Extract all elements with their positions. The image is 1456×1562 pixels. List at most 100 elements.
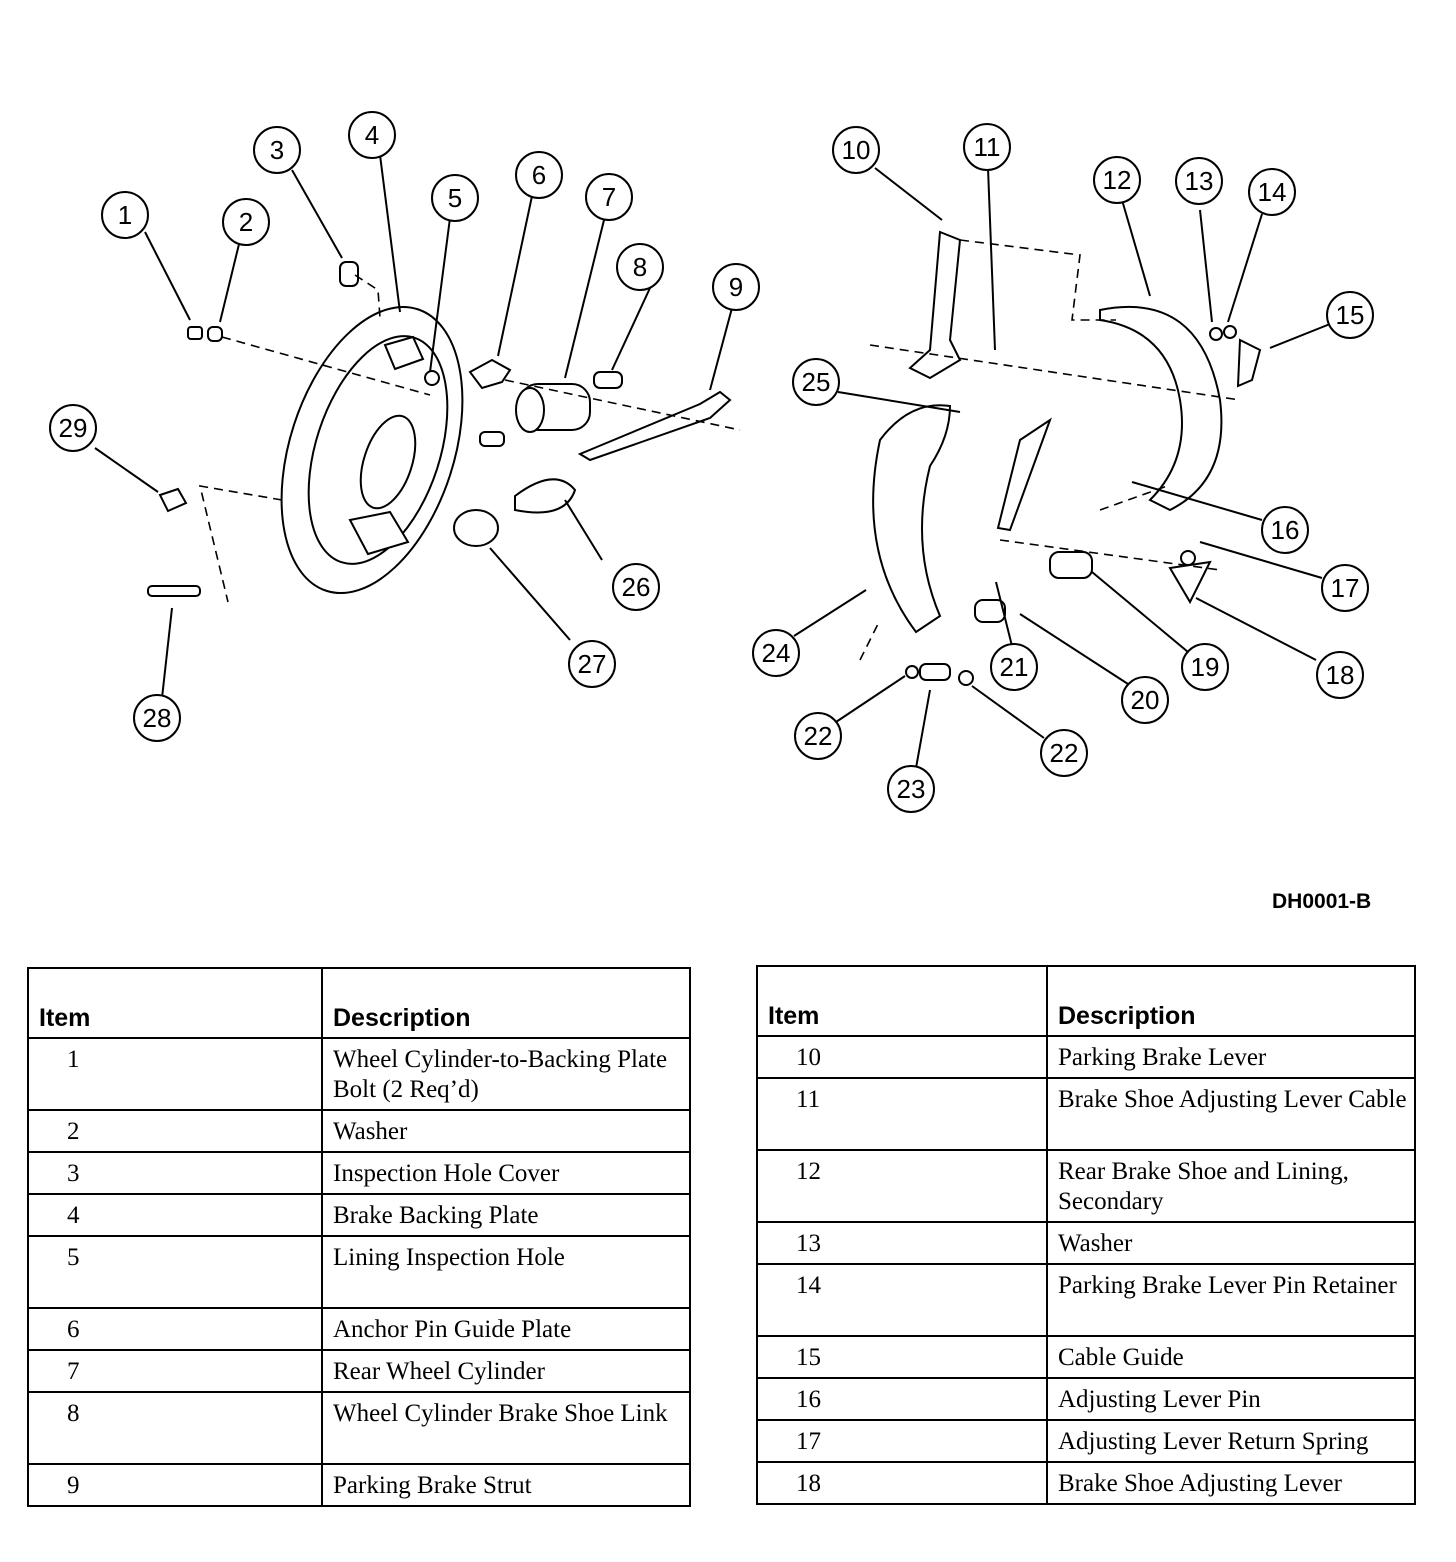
table-row: 2 Washer <box>27 1109 691 1153</box>
table-row: 1 Wheel Cylinder-to-Backing Plate Bolt (… <box>27 1037 691 1111</box>
item-number: 12 <box>756 1149 1048 1223</box>
callout-1: 1 <box>101 191 149 239</box>
guide-lines-right <box>859 239 1241 661</box>
svg-text:28: 28 <box>143 703 172 733</box>
svg-text:11: 11 <box>974 132 1001 162</box>
svg-text:22: 22 <box>1050 738 1079 768</box>
svg-text:20: 20 <box>1131 685 1160 715</box>
item-description: Adjusting Lever Pin <box>1046 1377 1416 1421</box>
item-description: Brake Backing Plate <box>321 1193 691 1237</box>
item-number: 18 <box>756 1461 1048 1505</box>
callout-12: 12 <box>1093 156 1141 204</box>
item-number: 16 <box>756 1377 1048 1421</box>
callout-7: 7 <box>585 173 633 221</box>
item-number: 1 <box>27 1037 323 1111</box>
callout-22-right: 22 <box>1040 729 1088 777</box>
item-number: 9 <box>27 1463 323 1507</box>
parts-table-left: Item Description 1 Wheel Cylinder-to-Bac… <box>27 967 691 1507</box>
description-column-header: Description <box>1046 965 1416 1037</box>
item-description: Wheel Cylinder Brake Shoe Link <box>321 1391 691 1465</box>
table-row: 15 Cable Guide <box>756 1335 1416 1379</box>
svg-text:17: 17 <box>1331 573 1360 603</box>
callout-8: 8 <box>616 243 664 291</box>
item-number: 4 <box>27 1193 323 1237</box>
svg-text:16: 16 <box>1271 515 1300 545</box>
svg-text:13: 13 <box>1185 166 1214 196</box>
item-description: Parking Brake Strut <box>321 1463 691 1507</box>
svg-text:19: 19 <box>1191 652 1220 682</box>
svg-text:14: 14 <box>1258 177 1287 207</box>
leader-lines <box>94 154 1331 769</box>
table-row: 4 Brake Backing Plate <box>27 1193 691 1237</box>
callout-23: 23 <box>887 765 935 813</box>
callout-15: 15 <box>1326 291 1374 339</box>
table-row: 16 Adjusting Lever Pin <box>756 1377 1416 1421</box>
table-row: 5 Lining Inspection Hole <box>27 1235 691 1309</box>
item-description: Rear Brake Shoe and Lining, Secondary <box>1046 1149 1416 1223</box>
parts-table-right: Item Description 10 Parking Brake Lever … <box>756 965 1416 1505</box>
callout-28: 28 <box>133 694 181 742</box>
item-description: Adjusting Lever Return Spring <box>1046 1419 1416 1463</box>
callout-27: 27 <box>568 640 616 688</box>
callout-13: 13 <box>1175 157 1223 205</box>
svg-text:2: 2 <box>239 207 253 237</box>
callout-3: 3 <box>253 126 301 174</box>
item-description: Washer <box>1046 1221 1416 1265</box>
callout-21: 21 <box>990 643 1038 691</box>
svg-text:15: 15 <box>1336 300 1365 330</box>
table-row: 18 Brake Shoe Adjusting Lever <box>756 1461 1416 1505</box>
table-row: 9 Parking Brake Strut <box>27 1463 691 1507</box>
item-number: 13 <box>756 1221 1048 1265</box>
svg-text:9: 9 <box>729 272 743 302</box>
svg-text:22: 22 <box>804 721 833 751</box>
item-number: 17 <box>756 1419 1048 1463</box>
callout-29: 29 <box>49 404 97 452</box>
item-number: 7 <box>27 1349 323 1393</box>
svg-text:5: 5 <box>448 183 462 213</box>
description-column-header: Description <box>321 967 691 1039</box>
item-description: Inspection Hole Cover <box>321 1151 691 1195</box>
callout-25: 25 <box>792 358 840 406</box>
item-description: Brake Shoe Adjusting Lever Cable <box>1046 1077 1416 1151</box>
item-description: Cable Guide <box>1046 1335 1416 1379</box>
callout-20: 20 <box>1121 676 1169 724</box>
item-number: 6 <box>27 1307 323 1351</box>
svg-text:7: 7 <box>602 182 616 212</box>
table-row: 13 Washer <box>756 1221 1416 1265</box>
item-number: 5 <box>27 1235 323 1309</box>
item-description: Rear Wheel Cylinder <box>321 1349 691 1393</box>
svg-text:10: 10 <box>842 135 871 165</box>
table-row: 10 Parking Brake Lever <box>756 1035 1416 1079</box>
svg-text:25: 25 <box>802 367 831 397</box>
item-number: 10 <box>756 1035 1048 1079</box>
item-number: 8 <box>27 1391 323 1465</box>
guide-lines-left <box>198 274 741 603</box>
table-row: 3 Inspection Hole Cover <box>27 1151 691 1195</box>
table-row: 7 Rear Wheel Cylinder <box>27 1349 691 1393</box>
svg-text:1: 1 <box>118 200 132 230</box>
table-row: 12 Rear Brake Shoe and Lining, Secondary <box>756 1149 1416 1223</box>
item-description: Wheel Cylinder-to-Backing Plate Bolt (2 … <box>321 1037 691 1111</box>
item-number: 2 <box>27 1109 323 1153</box>
table-header-row: Item Description <box>756 965 1416 1037</box>
callout-9: 9 <box>712 263 760 311</box>
callout-18: 18 <box>1316 651 1364 699</box>
small-parts-left <box>147 261 732 597</box>
callout-14: 14 <box>1248 168 1296 216</box>
table-row: 6 Anchor Pin Guide Plate <box>27 1307 691 1351</box>
callout-2: 2 <box>222 198 270 246</box>
svg-text:12: 12 <box>1103 165 1132 195</box>
callout-24: 24 <box>752 629 800 677</box>
item-description: Anchor Pin Guide Plate <box>321 1307 691 1351</box>
svg-text:18: 18 <box>1326 660 1355 690</box>
callout-10: 10 <box>832 126 880 174</box>
callout-5: 5 <box>431 174 479 222</box>
figure-code: DH0001-B <box>1272 890 1372 913</box>
table-row: 17 Adjusting Lever Return Spring <box>756 1419 1416 1463</box>
callout-26: 26 <box>612 563 660 611</box>
table-row: 11 Brake Shoe Adjusting Lever Cable <box>756 1077 1416 1151</box>
item-description: Lining Inspection Hole <box>321 1235 691 1309</box>
svg-text:21: 21 <box>1000 652 1029 682</box>
item-number: 11 <box>756 1077 1048 1151</box>
item-description: Brake Shoe Adjusting Lever <box>1046 1461 1416 1505</box>
